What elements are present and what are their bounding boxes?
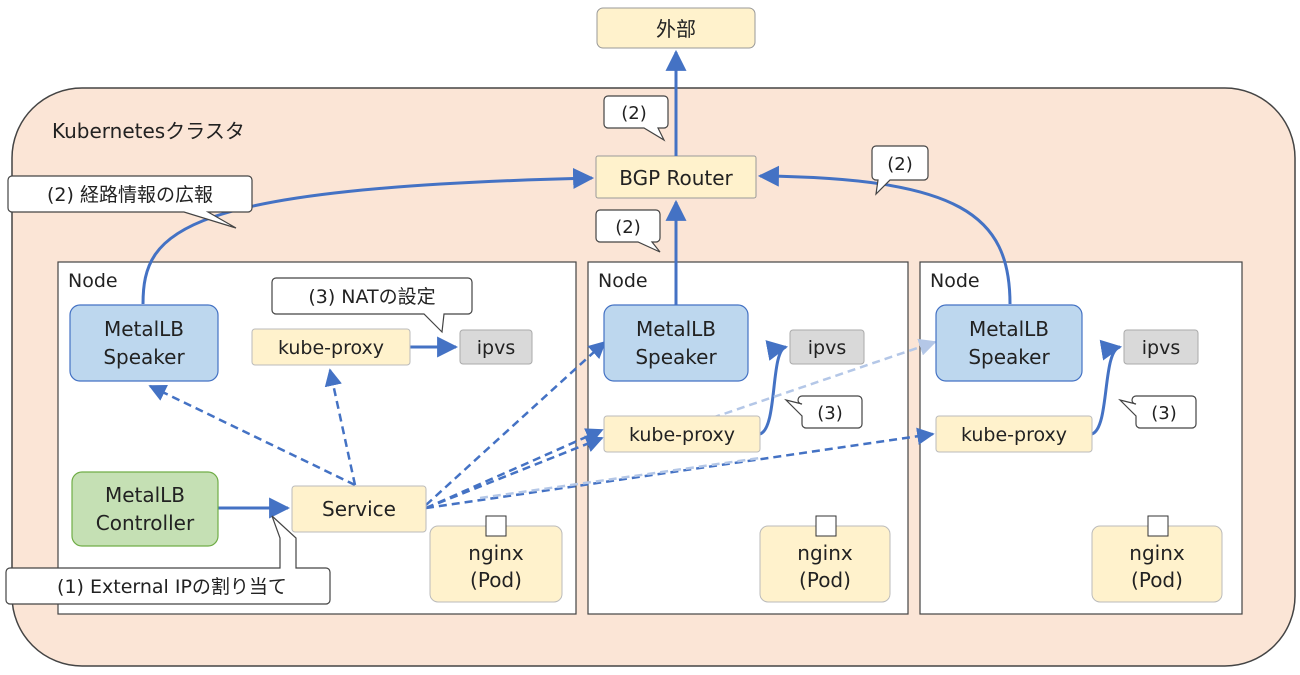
controller-line1: MetalLB <box>105 483 185 507</box>
callout-3-node2 <box>784 395 863 429</box>
node2-pod-line2: (Pod) <box>799 568 851 592</box>
external-box <box>596 7 756 49</box>
callout-2-right <box>871 145 929 196</box>
callout-3-node2-text: (3) <box>817 403 843 424</box>
callout-3-node3-text: (3) <box>1151 403 1177 424</box>
arrow-service-to-kubeproxy2-b <box>425 435 604 510</box>
node1-pod-port <box>485 515 507 537</box>
node2-metallb-speaker <box>603 304 749 382</box>
callout-route-advert-text: (2) 経路情報の広報 <box>47 184 213 206</box>
node1-ipvs <box>459 329 533 365</box>
node2-pod-port <box>815 515 837 537</box>
callout-external-ip-text: (1) External IPの割り当て <box>57 576 287 598</box>
node1-pod-line2: (Pod) <box>470 568 522 592</box>
arrow-kubeproxy2-to-ipvs2 <box>759 340 789 436</box>
node2-speaker-line1: MetalLB <box>636 317 716 341</box>
node3-pod-line1: nginx <box>1129 541 1185 565</box>
service-box <box>291 485 427 533</box>
node1-speaker-line2: Speaker <box>103 345 185 369</box>
node1-metallb-speaker <box>69 304 219 382</box>
callout-2-right-text: (2) <box>887 154 913 175</box>
arrow-kubeproxy2-to-speaker3-light <box>699 338 937 424</box>
callout-2-mid-text: (2) <box>615 217 641 238</box>
arrow-speaker3-to-router <box>757 165 1012 305</box>
node1-ipvs-label: ipvs <box>477 337 515 359</box>
node-1-label: Node <box>68 270 118 292</box>
callout-3-node3 <box>1118 395 1197 429</box>
arrow-kubeproxy3-to-ipvs3 <box>1091 339 1123 436</box>
node3-metallb-speaker <box>935 304 1083 382</box>
callout-external-ip <box>5 515 331 605</box>
node1-kube-proxy <box>251 328 411 366</box>
node-2-label: Node <box>598 270 648 292</box>
node1-kube-proxy-label: kube-proxy <box>278 337 384 359</box>
callout-nat-text: (3) NATの設定 <box>308 286 435 308</box>
bgp-router-label: BGP Router <box>619 166 733 190</box>
callout-2-top <box>603 95 669 142</box>
service-label: Service <box>322 497 396 521</box>
node2-ipvs-label: ipvs <box>808 337 846 359</box>
node2-speaker-line2: Speaker <box>635 345 717 369</box>
callout-route-advert <box>7 175 253 229</box>
controller-line2: Controller <box>96 511 195 535</box>
metallb-controller <box>71 471 219 547</box>
node1-speaker-line1: MetalLB <box>104 317 184 341</box>
node3-speaker-line2: Speaker <box>968 345 1050 369</box>
cluster-label: Kubernetesクラスタ <box>52 119 245 143</box>
node3-ipvs <box>1123 329 1199 365</box>
callout-2-mid <box>595 209 661 253</box>
node-3-label: Node <box>930 270 980 292</box>
node3-kube-proxy <box>935 415 1093 453</box>
arrow-service-to-kubeproxy3 <box>425 427 935 510</box>
node2-ipvs <box>789 329 865 365</box>
arrow-service-to-kubeproxy3-light <box>479 456 761 500</box>
node2-kube-proxy-label: kube-proxy <box>629 424 735 446</box>
arrow-service-to-speaker2 <box>425 340 607 506</box>
node3-kube-proxy-label: kube-proxy <box>961 424 1067 446</box>
node3-pod-port <box>1147 515 1169 537</box>
callout-2-top-text: (2) <box>621 103 647 124</box>
arrow-service-to-kubeproxy1 <box>324 368 357 486</box>
node3-pod-line2: (Pod) <box>1131 568 1183 592</box>
node1-pod-line1: nginx <box>468 541 524 565</box>
callout-nat <box>271 277 473 334</box>
node3-speaker-line1: MetalLB <box>969 317 1049 341</box>
node2-kube-proxy <box>603 415 761 453</box>
arrow-service-to-speaker1 <box>148 384 356 487</box>
node2-pod-line1: nginx <box>797 541 853 565</box>
external-label: 外部 <box>656 17 696 41</box>
node3-ipvs-label: ipvs <box>1142 337 1180 359</box>
